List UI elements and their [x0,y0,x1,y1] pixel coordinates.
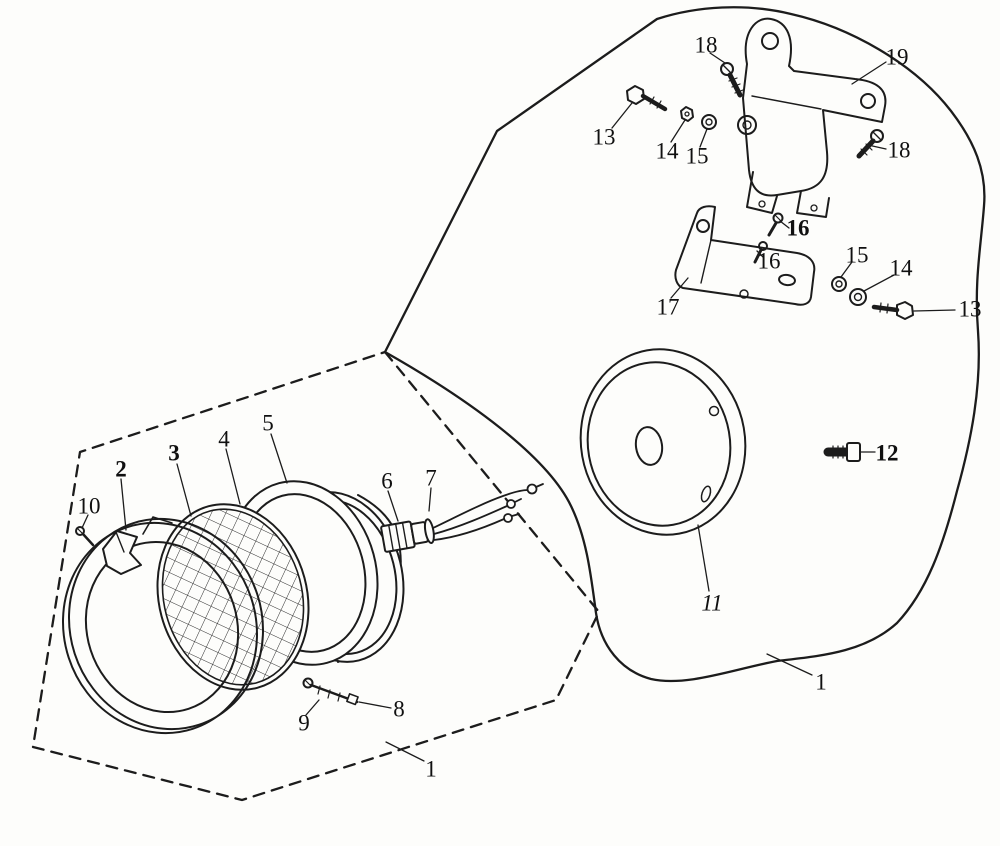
part-13-bolt-right [871,301,914,320]
part-2-rim-clip [102,530,142,575]
part-8-9-screw [302,677,359,706]
enclosure-outline-left-dashed [31,350,601,802]
callout-1-left: 1 [425,757,437,782]
callout-5: 5 [262,411,274,436]
callout-13-right: 13 [959,297,982,322]
part-17-lower-bracket [674,205,816,306]
enclosure-outline-right [383,6,986,683]
callout-10: 10 [78,494,101,519]
callout-16-upper: 16 [787,216,810,241]
callout-18-top: 18 [695,33,718,58]
part-10-screw [75,526,95,547]
callout-6: 6 [381,469,393,494]
callout-15-right: 15 [846,243,869,268]
callout-18-right: 18 [888,138,911,163]
callout-14-top: 14 [656,139,680,164]
part-7-socket [410,518,435,545]
part-4-lens [156,503,310,691]
part-6-bulb-holder [380,520,416,553]
part-14-washer-right [849,288,867,306]
callout-7: 7 [425,466,437,491]
callout-1-right: 1 [815,670,827,695]
callout-8: 8 [393,697,405,722]
callout-16-lower: 16 [758,249,781,274]
wiring-leads [432,483,544,541]
part-15-washer-top [701,114,717,130]
callout-11: 11 [701,591,722,616]
part-18-screw-top [720,62,744,98]
callout-12: 12 [876,441,899,466]
callout-15-top: 15 [686,144,709,169]
part-11-headlight-shell [579,348,747,536]
callout-17: 17 [657,295,680,320]
part-14-nut-top [680,106,694,122]
callout-labels: 18 19 13 14 15 18 16 16 17 15 14 13 12 1… [78,33,982,782]
callout-9: 9 [298,711,310,736]
part-16-screw-lower [753,241,768,264]
callout-3: 3 [168,441,180,466]
callout-2: 2 [115,457,127,482]
part-3-rim [62,516,264,735]
callout-19: 19 [886,45,909,70]
callout-4: 4 [218,427,230,452]
part-18-screw-right [856,129,884,159]
part-15-washer-right [831,276,847,292]
part-13-bolt-top [626,85,668,112]
part-16-screw-upper [767,212,784,237]
part-12-bolt [823,442,861,462]
leader-lines [81,52,956,762]
part-19-mounting-bracket [737,17,887,218]
callout-14-right: 14 [890,256,914,281]
callout-13-top: 13 [593,125,616,150]
